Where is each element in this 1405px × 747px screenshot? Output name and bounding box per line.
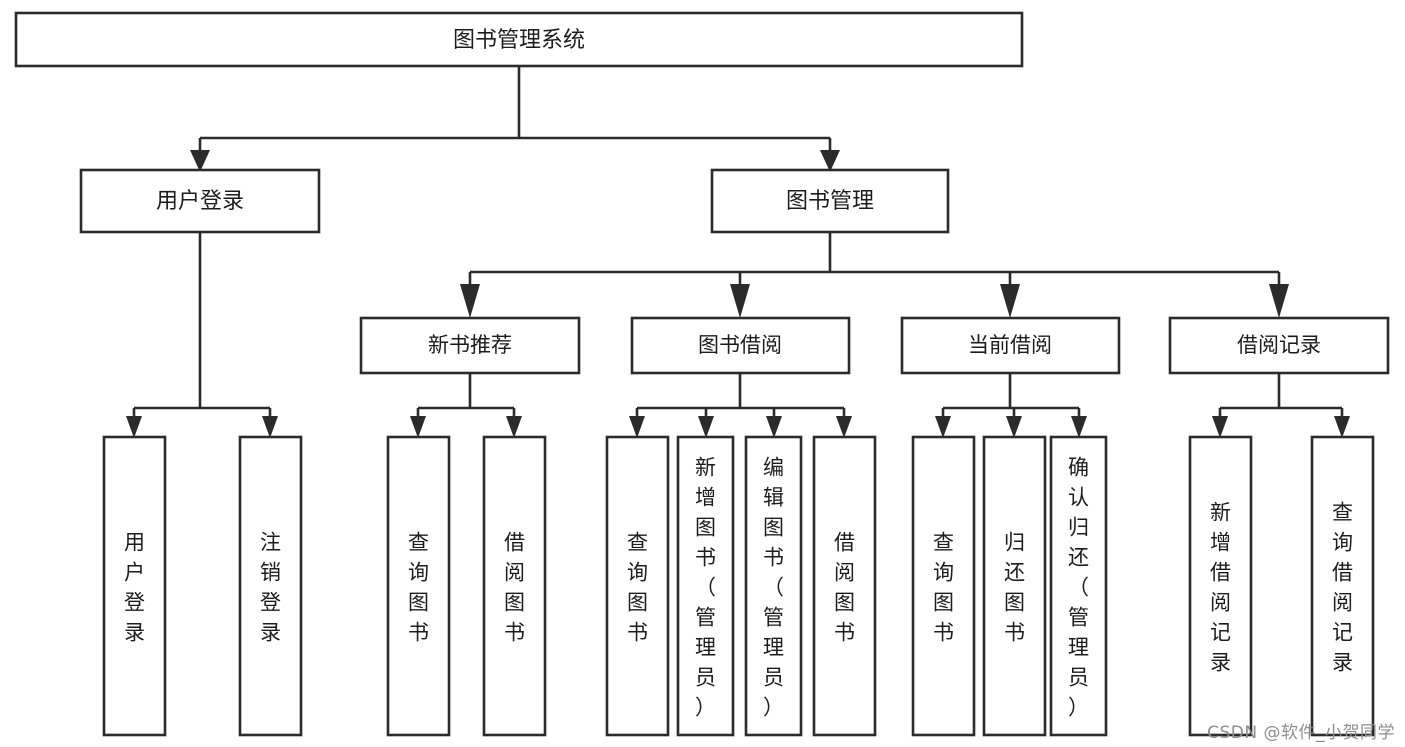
node-borrow-record-label: 借阅记录 <box>1237 333 1321 357</box>
node-leaf-query-book-1-rect[interactable] <box>386 435 451 737</box>
node-leaf-query-book-2-rect[interactable] <box>605 435 670 737</box>
node-new-book-rec-label: 新书推荐 <box>428 333 512 357</box>
node-leaf-confirm-return-admin[interactable]: 确认归还（管理员） <box>1049 435 1108 737</box>
arrow-head-current-borrow <box>1000 284 1020 318</box>
node-leaf-borrow-book-2[interactable]: 借阅图书 <box>812 435 877 737</box>
node-leaf-confirm-return-admin-rect[interactable] <box>1049 435 1108 737</box>
node-leaf-add-book-admin[interactable]: 新增图书（管理员） <box>676 435 735 737</box>
connector-group-borrow-record <box>1212 373 1350 438</box>
arrow-head-user-login <box>190 150 210 172</box>
arrow-head-leaf-add-borrow-record <box>1212 416 1228 438</box>
node-leaf-return-book-label: 归还图书 <box>1004 530 1025 644</box>
node-leaf-user-logout-rect[interactable] <box>238 435 303 737</box>
arrow-head-leaf-query-book-2 <box>629 416 645 438</box>
arrow-head-leaf-confirm-return-admin <box>1071 416 1087 438</box>
arrow-head-leaf-query-book-3 <box>935 416 951 438</box>
node-leaf-user-login-rect[interactable] <box>102 435 167 737</box>
arrow-head-book-borrow <box>730 284 750 318</box>
node-root-label: 图书管理系统 <box>453 28 585 53</box>
node-current-borrow-rect[interactable] <box>900 316 1121 375</box>
arrow-head-leaf-query-book-1 <box>410 416 426 438</box>
node-book-manage-label: 图书管理 <box>786 189 874 214</box>
node-leaf-query-book-2-label: 查询图书 <box>627 530 648 644</box>
connector-group-new-book-rec <box>410 373 522 438</box>
arrow-head-new-book-rec <box>460 284 480 318</box>
node-user-login[interactable]: 用户登录 <box>79 168 321 234</box>
connector-group-user-login <box>126 232 278 438</box>
node-leaf-user-logout-label: 注销登录 <box>260 530 281 644</box>
node-leaf-add-borrow-record-label: 新增借阅记录 <box>1210 500 1231 674</box>
node-leaf-borrow-book-1[interactable]: 借阅图书 <box>482 435 547 737</box>
node-leaf-query-borrow-record[interactable]: 查询借阅记录 <box>1310 435 1375 737</box>
node-leaf-query-book-3-label: 查询图书 <box>933 530 954 644</box>
node-user-login-label: 用户登录 <box>156 189 244 214</box>
node-leaf-query-borrow-record-label: 查询借阅记录 <box>1332 500 1353 674</box>
leaf-node-layer: 用户登录 注销登录 查询图书 借阅图书 查询图书 新增图书（管理员） 编辑图书（管理员） 借阅… <box>102 435 1375 737</box>
node-book-borrow-rect[interactable] <box>630 316 851 375</box>
node-root-rect[interactable] <box>14 11 1024 68</box>
node-leaf-return-book-rect[interactable] <box>982 435 1047 737</box>
arrow-head-leaf-borrow-book-2 <box>836 416 852 438</box>
node-new-book-rec-rect[interactable] <box>359 316 581 375</box>
node-user-login-rect[interactable] <box>79 168 321 234</box>
arrow-head-book-manage <box>820 150 840 172</box>
connector-group-root <box>190 66 840 172</box>
node-leaf-borrow-book-1-label: 借阅图书 <box>504 530 525 644</box>
node-leaf-confirm-return-admin-label: 确认归还（管理员） <box>1068 455 1089 719</box>
arrow-head-leaf-edit-book-admin <box>766 416 782 438</box>
node-current-borrow-label: 当前借阅 <box>968 333 1052 357</box>
node-leaf-add-book-admin-label: 新增图书（管理员） <box>695 455 716 719</box>
arrow-head-leaf-add-book-admin <box>698 416 714 438</box>
node-leaf-query-book-1-label: 查询图书 <box>408 530 429 644</box>
arrow-head-leaf-borrow-book-1 <box>506 416 522 438</box>
arrow-head-leaf-query-borrow-record <box>1334 416 1350 438</box>
node-book-manage-rect[interactable] <box>710 168 950 234</box>
connector-group-book-borrow <box>629 373 852 438</box>
node-leaf-user-login-label: 用户登录 <box>124 530 145 644</box>
node-leaf-edit-book-admin-rect[interactable] <box>744 435 803 737</box>
node-leaf-add-borrow-record[interactable]: 新增借阅记录 <box>1188 435 1253 737</box>
node-current-borrow[interactable]: 当前借阅 <box>900 316 1121 375</box>
node-leaf-add-book-admin-rect[interactable] <box>676 435 735 737</box>
node-root[interactable]: 图书管理系统 <box>14 11 1024 68</box>
arrow-head-leaf-user-logout <box>262 416 278 438</box>
node-leaf-query-book-1[interactable]: 查询图书 <box>386 435 451 737</box>
node-leaf-user-login[interactable]: 用户登录 <box>102 435 167 737</box>
node-book-manage[interactable]: 图书管理 <box>710 168 950 234</box>
node-new-book-rec[interactable]: 新书推荐 <box>359 316 581 375</box>
node-borrow-record[interactable]: 借阅记录 <box>1168 316 1390 375</box>
node-book-borrow-label: 图书借阅 <box>698 333 782 357</box>
node-leaf-query-book-2[interactable]: 查询图书 <box>605 435 670 737</box>
connector-group-book-manage <box>460 232 1289 318</box>
node-borrow-record-rect[interactable] <box>1168 316 1390 375</box>
node-leaf-query-book-3-rect[interactable] <box>911 435 976 737</box>
node-leaf-borrow-book-2-label: 借阅图书 <box>834 530 855 644</box>
arrow-head-leaf-return-book <box>1006 416 1022 438</box>
node-leaf-borrow-book-1-rect[interactable] <box>482 435 547 737</box>
node-leaf-add-borrow-record-rect[interactable] <box>1188 435 1253 737</box>
node-leaf-return-book[interactable]: 归还图书 <box>982 435 1047 737</box>
arrow-head-borrow-record <box>1269 284 1289 318</box>
node-leaf-query-book-3[interactable]: 查询图书 <box>911 435 976 737</box>
node-leaf-borrow-book-2-rect[interactable] <box>812 435 877 737</box>
node-book-borrow[interactable]: 图书借阅 <box>630 316 851 375</box>
node-leaf-edit-book-admin[interactable]: 编辑图书（管理员） <box>744 435 803 737</box>
node-leaf-user-logout[interactable]: 注销登录 <box>238 435 303 737</box>
connector-group-current-borrow <box>935 373 1087 438</box>
arrow-head-leaf-user-login <box>126 416 142 438</box>
node-leaf-edit-book-admin-label: 编辑图书（管理员） <box>763 455 784 719</box>
node-leaf-query-borrow-record-rect[interactable] <box>1310 435 1375 737</box>
